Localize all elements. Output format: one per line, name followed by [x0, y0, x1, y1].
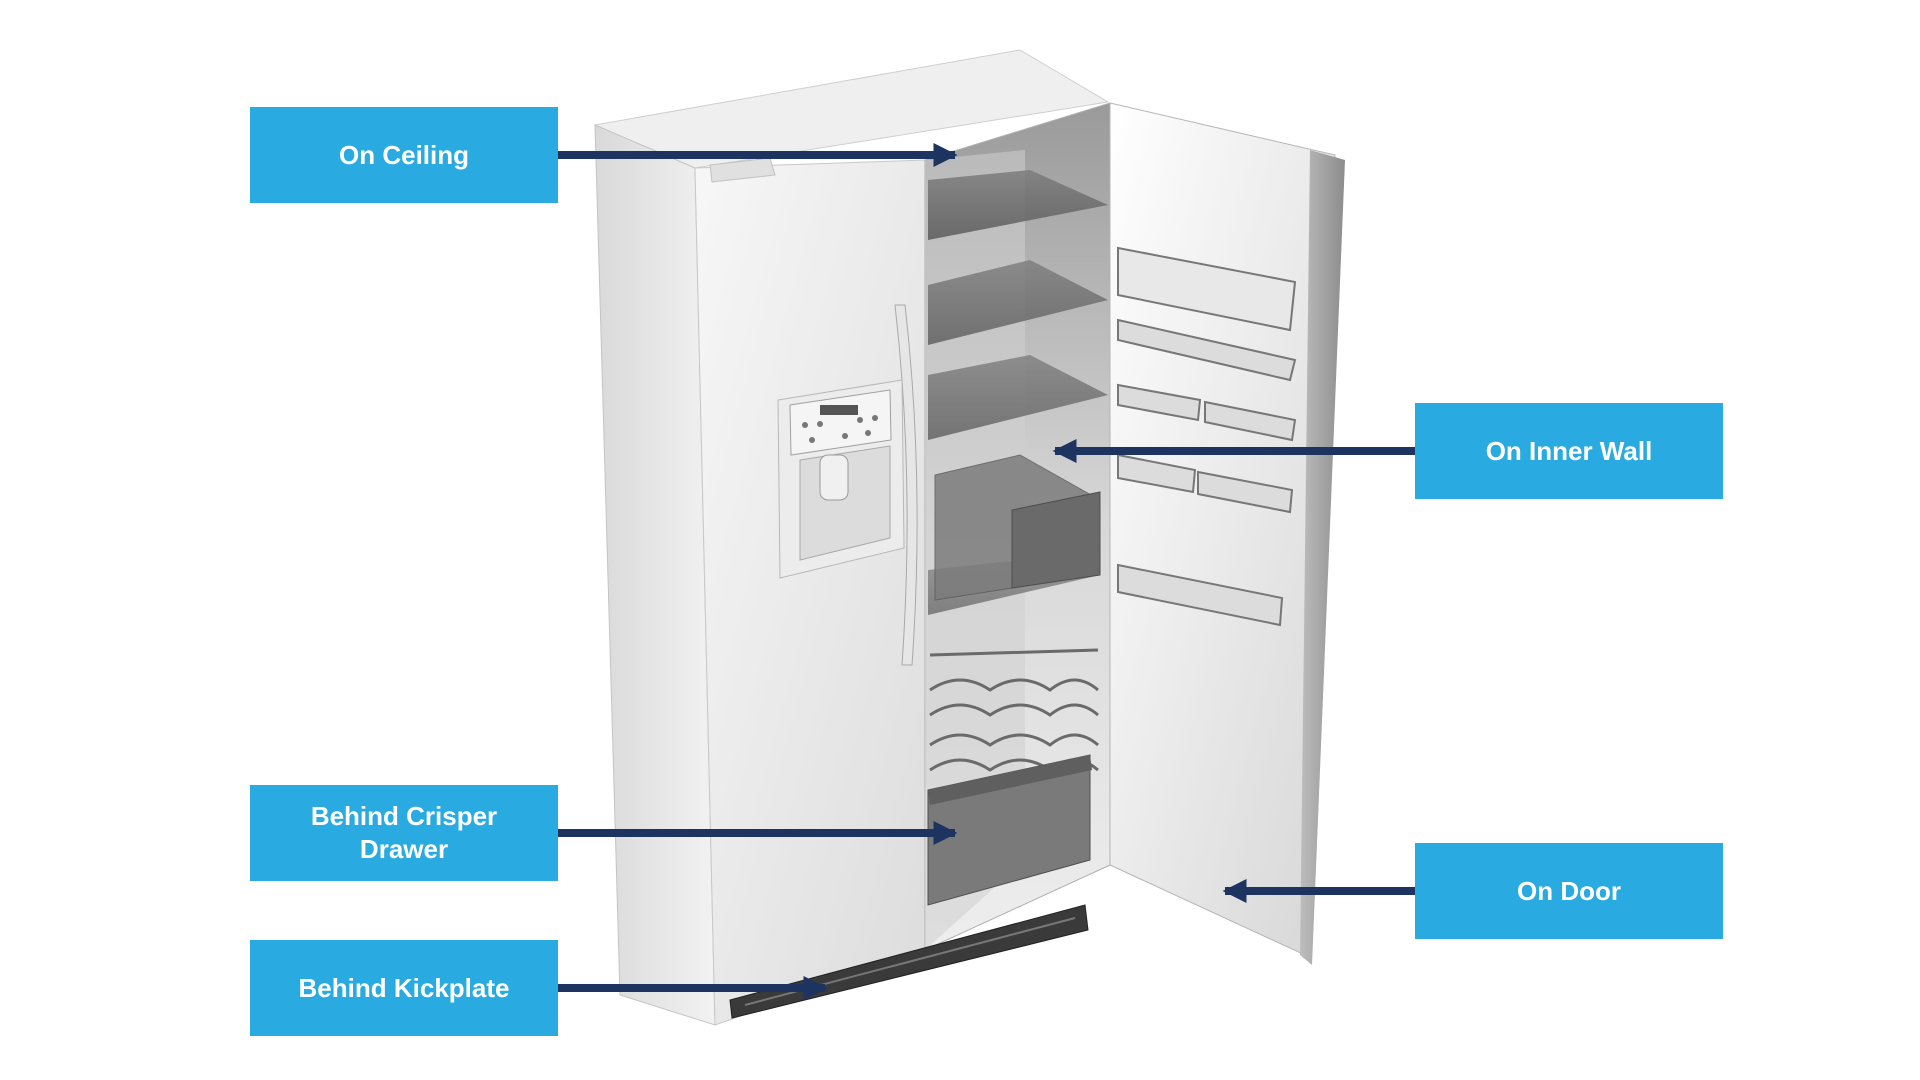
dispenser-controls: [789, 389, 892, 456]
label-on-door: On Door: [1415, 843, 1723, 939]
label-behind-crisper-drawer: Behind Crisper Drawer: [250, 785, 558, 881]
display-icon: [820, 405, 858, 415]
fridge-door-inner: [1109, 102, 1336, 956]
fridge-door-edge: [1300, 150, 1345, 965]
pointer-arrows: [558, 143, 1415, 1000]
hinge-cap: [709, 157, 776, 183]
dispenser-paddle-icon: [819, 454, 849, 501]
label-on-inner-wall: On Inner Wall: [1415, 403, 1723, 499]
door-bins: [1117, 246, 1297, 627]
label-on-ceiling: On Ceiling: [250, 107, 558, 203]
door-handle: [894, 304, 918, 666]
label-behind-kickplate: Behind Kickplate: [250, 940, 558, 1036]
freezer-door: [694, 159, 929, 1026]
deli-drawers: [934, 454, 1101, 601]
